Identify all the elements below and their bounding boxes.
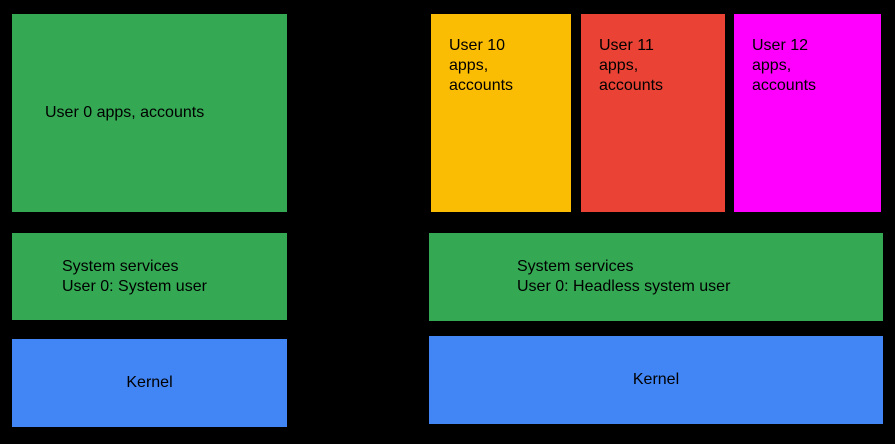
user11-line2: apps, [599,57,639,74]
system-services-box-left: System services User 0: System user [12,233,287,320]
kernel-box-right: Kernel [429,336,883,424]
user11-line1: User 11 [599,37,654,54]
user11-line3: accounts [599,77,664,94]
kernel-box-left: Kernel [12,339,287,427]
user12-line1: User 12 [752,37,809,54]
user11-apps-box: User 11 apps, accounts [581,14,725,212]
user10-line2: apps, [449,57,489,74]
system-services-label-left: System services [62,257,179,275]
user12-line2: apps, [752,57,792,74]
user0-apps-box: User 0 apps, accounts [12,14,287,212]
user10-line1: User 10 [449,37,506,54]
system-services-box-right: System services User 0: Headless system … [429,233,883,321]
user0-apps-label: User 0 apps, accounts [45,104,205,121]
user12-apps-box: User 12 apps, accounts [734,14,881,212]
kernel-label-right: Kernel [632,371,680,388]
user12-line3: accounts [752,77,817,94]
user10-apps-box: User 10 apps, accounts [431,14,571,212]
user10-line3: accounts [449,77,514,94]
system-services-label-right: System services [517,258,634,275]
kernel-label-left: Kernel [126,374,173,391]
headless-system-user-label: User 0: Headless system user [517,278,731,295]
system-user-label-left: User 0: System user [62,277,207,295]
